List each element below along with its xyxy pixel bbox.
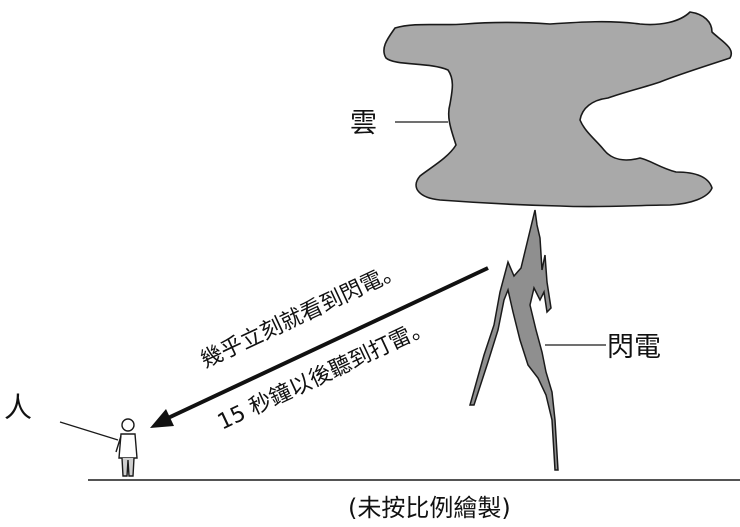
person-legs [121,457,135,477]
person-figure [115,418,138,477]
person-arm [115,435,122,453]
lightning-label: 閃電 [607,332,661,363]
cloud-shape [383,11,733,208]
direction-arrow [167,266,489,420]
person-label: 人 [4,391,32,424]
cloud-label: 雲 [350,108,377,139]
person-head [121,418,135,432]
lightning-bolt [469,209,559,471]
person-body [118,433,138,459]
person-leader-line [59,421,119,441]
arrowhead [150,409,174,428]
scale-caption: (未按比例繪製) [348,494,511,522]
